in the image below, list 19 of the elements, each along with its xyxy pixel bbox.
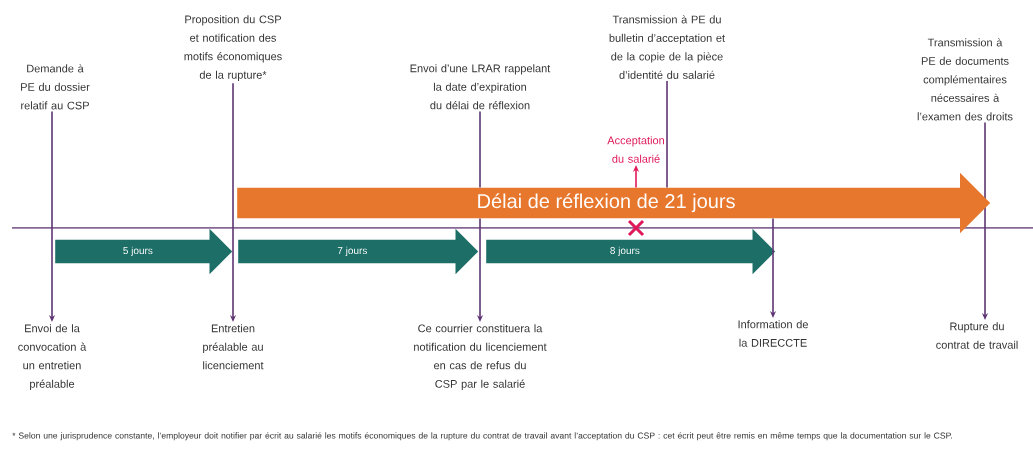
event-text: Transmission à PE de documents complémentaires nécessaires à l’examen des droits — [917, 38, 1013, 121]
event-text: Acceptation du salarié — [607, 136, 664, 163]
event-text: Transmission à PE du bulletin d’acceptation et de la copie de la pièce d’identité du salarié — [609, 15, 725, 79]
period-banner: 5 jours — [55, 228, 233, 275]
period-banner: 7 jours — [238, 228, 479, 275]
cross-mark — [627, 219, 645, 237]
footnote: * Selon une jurisprudence constante, l’employeur doit notifier par écrit au salarié les motifs économiques de la rupture du contrat de travail avant l’acceptation du CSP : cet écrit peut être remis en même temps que la documentation sur le CSP. — [12, 432, 952, 441]
period-banner: Délai de réflexion de 21 jours — [237, 172, 991, 234]
connector-line — [666, 80, 668, 189]
event-text: Demande à PE du dossier relatif au CSP — [21, 64, 90, 110]
period-banner: 8 jours — [486, 228, 776, 275]
event-text: Envoi de la convocation à un entretien préalable — [18, 324, 87, 390]
event-text: Information de la DIRECCTE — [738, 320, 808, 347]
event-text: Proposition du CSP et notification des motifs économiques de la rupture* — [184, 15, 282, 81]
event-text: Rupture du contrat de travail — [936, 322, 1018, 349]
event-text: Ce courrier constituera la notification du licenciement en cas de refus du CSP par le salarié — [414, 324, 547, 390]
event-text: Envoi d’une LRAR rappelant la date d’expiration du délai de réflexion — [410, 64, 551, 110]
connector-line — [479, 110, 481, 189]
event-text: Entretien préalable au licenciement — [203, 324, 264, 370]
